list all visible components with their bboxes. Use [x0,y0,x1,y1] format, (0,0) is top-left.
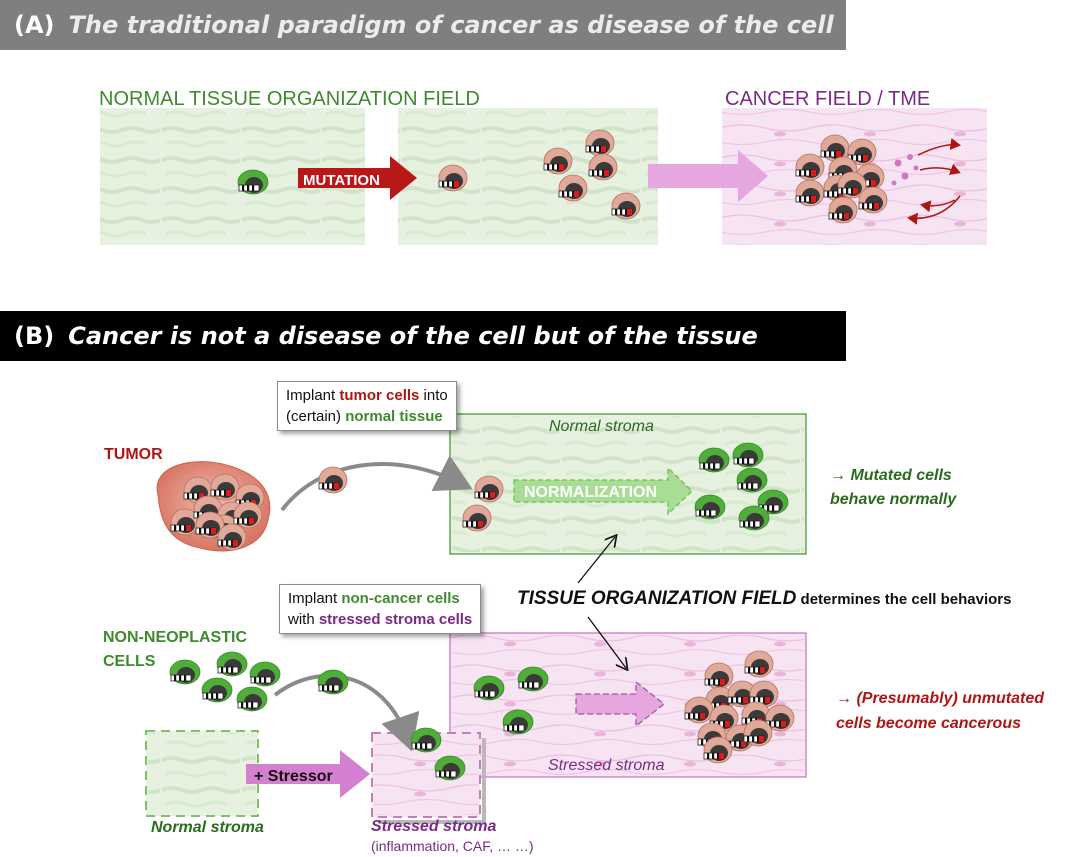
cancer-cell [318,466,348,494]
cancer-cell [233,501,263,529]
callout-bottom-text-1: Implant [288,590,342,607]
cancer-cell [795,179,825,207]
central-statement: TISSUE ORGANIZATION FIELD determines the… [517,588,1011,610]
mutation-arrow [298,156,417,200]
cancer-cell [727,680,757,708]
normal-cell [249,661,281,687]
normal-cell [317,669,349,695]
cancer-field-arrow [648,150,768,202]
transformation-arrow [575,680,666,728]
central-statement-strong: TISSUE ORGANIZATION FIELD [517,588,797,609]
callout-implant-tumor: Implant tumor cells into (certain) norma… [277,381,457,431]
implant-arrow-top [280,455,473,512]
cancer-cell [858,186,888,214]
panel-a-banner: (A) The traditional paradigm of cancer a… [0,0,846,50]
stressor-arrow-label: + Stressor [254,768,333,785]
normal-cell [698,447,730,473]
callout-top-text-3: (certain) [286,408,346,425]
panel-b-banner: (B) Cancer is not a disease of the cell … [0,311,846,361]
cancer-cell [585,129,615,157]
callout-bottom-highlight-2: stressed stroma cells [318,611,473,628]
pointer-arrow-up [577,537,615,584]
cancer-cell [217,523,247,551]
stressor-arrow [246,750,370,798]
result-top: → Mutated cells behave normally [830,464,956,512]
implant-arrow-bottom [273,673,420,752]
result-top-line-2: behave normally [830,491,957,508]
cancer-cell [558,174,588,202]
panel-b-title: Cancer is not a disease of the cell but … [68,322,758,350]
cancer-cell [749,680,779,708]
stressed-stroma-sub-label: (inflammation, CAF, … …) [371,838,534,854]
normal-cell [216,651,248,677]
cancer-cell [725,724,755,752]
central-statement-rest: determines the cell behaviors [796,591,1012,608]
normal-cell [410,727,442,753]
callout-bottom-text-2: with [288,611,319,628]
cancer-cell [795,153,825,181]
cancer-cell [684,696,714,724]
normal-cell [473,675,505,701]
normal-cell [694,494,726,520]
normalization-arrow-label: NORMALIZATION [524,484,657,501]
tme-red-arrows [907,138,961,225]
callout-top-text-1: Implant [286,387,340,404]
cancer-cell [743,719,773,747]
callout-top-highlight-1: tumor cells [339,387,420,404]
non-neoplastic-line-2: CELLS [103,653,156,670]
normal-stroma-bottom-label: Normal stroma [151,819,264,836]
cancer-cell [828,196,858,224]
normal-cell [517,666,549,692]
cancer-cell [438,164,468,192]
normal-cell [237,169,269,195]
panel-b-label: (B) [14,322,55,350]
normal-field-label: NORMAL TISSUE ORGANIZATION FIELD [99,88,480,110]
normal-stroma-label: Normal stroma [549,418,654,435]
callout-top-text-2: into [419,387,448,404]
normal-cell [732,442,764,468]
normal-cell [434,755,466,781]
result-bottom-line-1: → (Presumably) unmutated [836,690,1045,707]
cancer-cell [847,138,877,166]
cells-layer [169,129,888,781]
normal-cell [738,505,770,531]
secreted-factors [891,154,919,186]
stressed-stroma-bottom-label: Stressed stroma [371,818,497,835]
cancer-cell [210,473,240,501]
normal-cell [169,659,201,685]
callout-bottom-highlight-1: non-cancer cells [341,590,460,607]
normal-cell [502,709,534,735]
cancer-cell [744,650,774,678]
result-bottom: → (Presumably) unmutated cells become ca… [836,686,1044,736]
cancer-cell [765,704,795,732]
normal-cell [201,677,233,703]
pointer-arrow-down [587,616,626,668]
cancer-cell [704,662,734,690]
normal-cell [736,467,768,493]
cancer-cell [195,511,225,539]
cancer-cell [588,153,618,181]
result-bottom-line-2: cells become cancerous [836,715,1021,732]
stressed-stroma-label: Stressed stroma [548,757,665,774]
cancer-cell [703,736,733,764]
panel-a-title: The traditional paradigm of cancer as di… [68,11,834,39]
cancer-cell [462,504,492,532]
callout-implant-noncancer: Implant non-cancer cells with stressed s… [279,584,482,634]
cancer-cell [543,147,573,175]
cancer-cell [170,508,200,536]
result-top-line-1: → Mutated cells [830,467,952,484]
cancer-cell [474,475,504,503]
normal-cell [236,686,268,712]
non-neoplastic-line-1: NON-NEOPLASTIC [103,629,247,646]
cancer-field-label: CANCER FIELD / TME [725,88,931,110]
cancer-cell [837,171,867,199]
mutation-arrow-label: MUTATION [303,172,380,189]
cancer-cell [611,192,641,220]
panel-a-label: (A) [14,11,55,39]
normalization-arrow [513,466,693,516]
tumor-label: TUMOR [104,446,163,463]
non-neoplastic-label: NON-NEOPLASTIC CELLS [103,626,247,674]
callout-top-highlight-2: normal tissue [345,408,443,425]
